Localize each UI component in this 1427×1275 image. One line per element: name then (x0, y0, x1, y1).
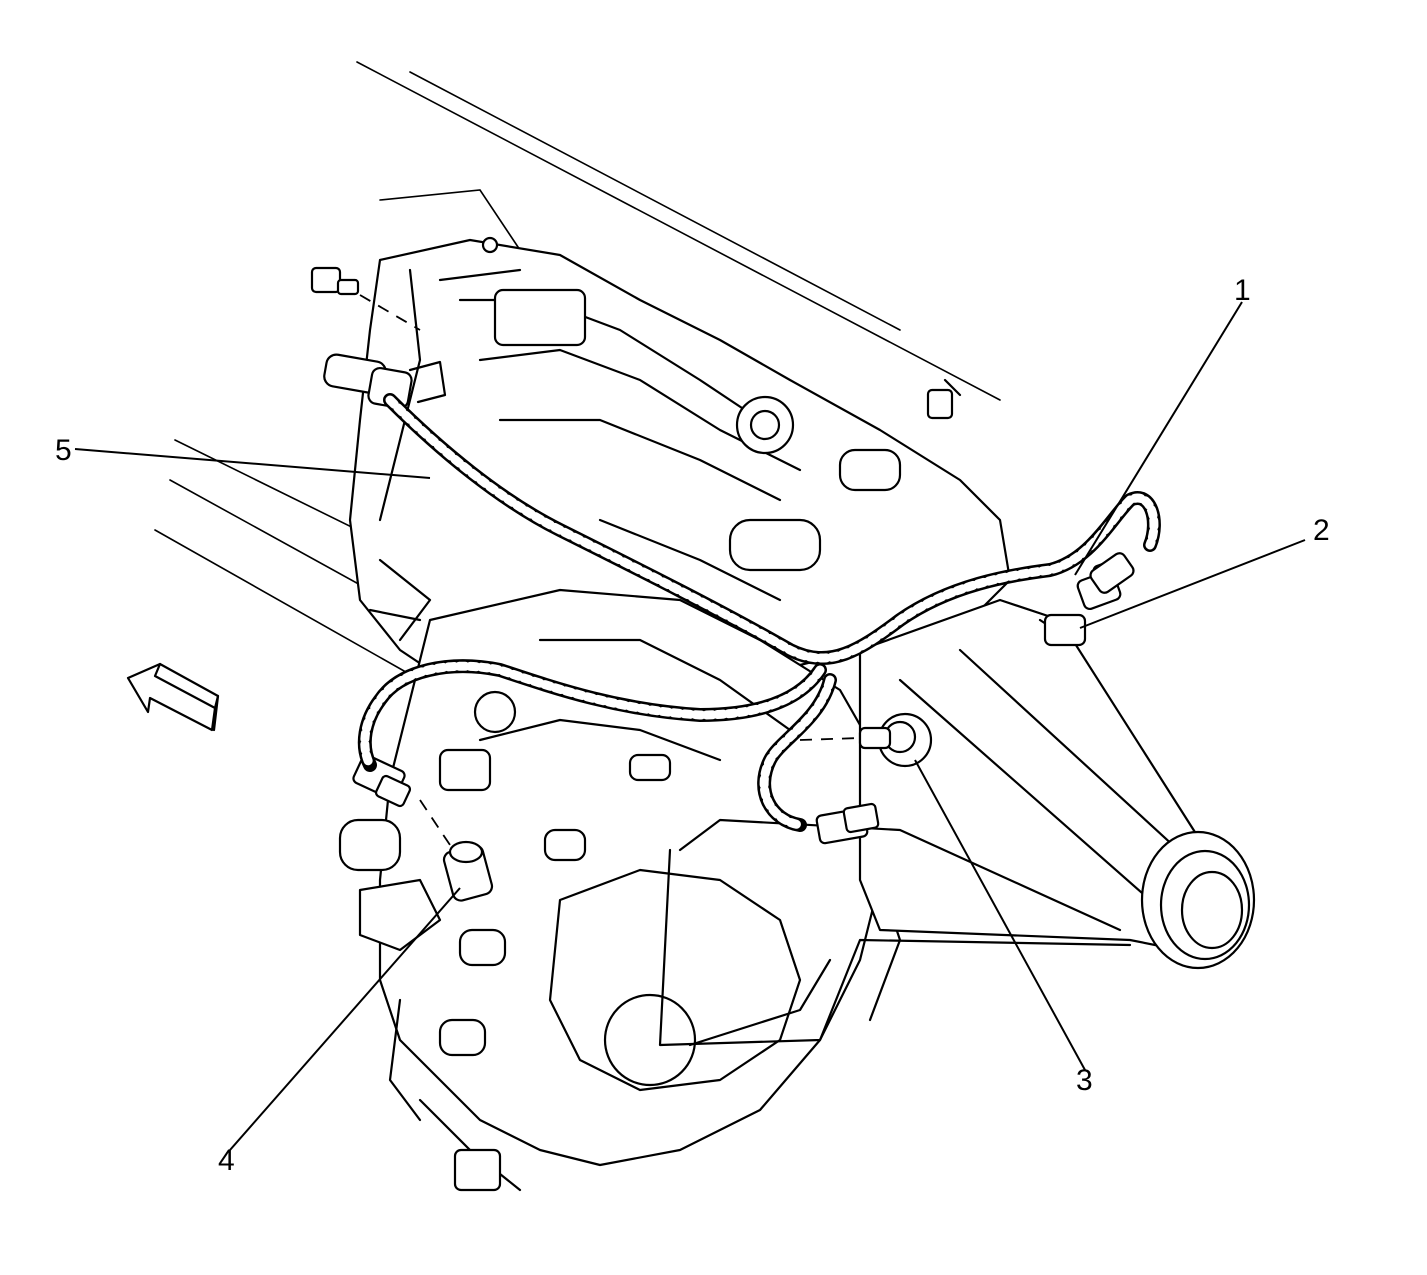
wiring-harness (357, 393, 1161, 832)
callout-5: 5 (55, 434, 72, 467)
mounting-bolt (310, 266, 421, 331)
connector-center (815, 802, 880, 845)
position-switch (419, 799, 494, 902)
bolt-right-top (926, 378, 962, 420)
transfer-case (338, 588, 902, 1192)
front-speed-sensor (799, 712, 933, 768)
callout-3: 3 (1076, 1064, 1093, 1097)
callout-2: 2 (1313, 514, 1330, 547)
front-direction-arrow (126, 662, 220, 732)
connector-right (1089, 552, 1135, 594)
leader-lines (74, 301, 1306, 1151)
output-yoke (1140, 830, 1256, 970)
callout-4: 4 (218, 1144, 235, 1177)
connector-top-left (323, 353, 447, 410)
frame-rails (154, 61, 1001, 681)
transmission-housing (348, 236, 1012, 702)
callout-1: 1 (1234, 274, 1251, 307)
